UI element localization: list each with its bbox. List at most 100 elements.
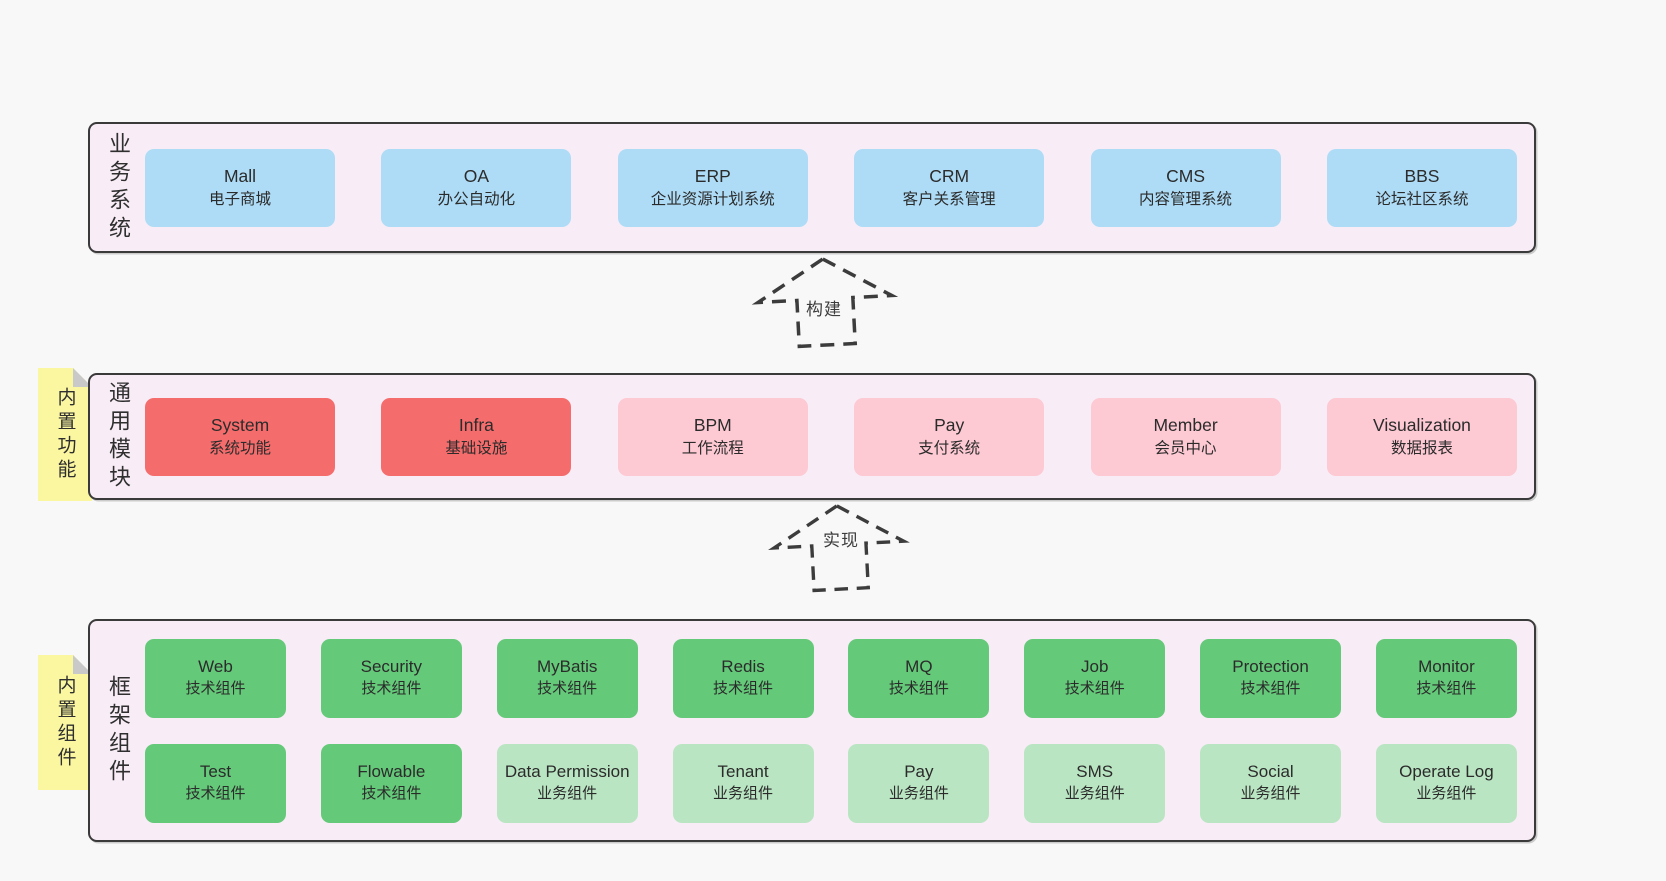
- box-mq: MQ 技术组件: [848, 638, 990, 718]
- box-title: Test: [199, 762, 232, 782]
- layer-label-modules: 通用模块: [106, 380, 131, 493]
- box-subtitle: 业务组件: [713, 785, 774, 803]
- box-monitor: Monitor 技术组件: [1375, 638, 1517, 718]
- box-infra: Infra 基础设施: [381, 397, 572, 476]
- box-subtitle: 工作流程: [681, 439, 744, 457]
- box-title: Security: [360, 657, 423, 677]
- box-subtitle: 电子商城: [208, 190, 271, 208]
- box-title: Pay: [904, 762, 934, 782]
- box-title: Operate Log: [1399, 762, 1494, 782]
- business-boxes: Mall 电子商城 OA 办公自动化 ERP 企业资源计划系统 CRM 客户关系…: [145, 124, 1517, 251]
- sticky-note-built-in-features: 内置功能: [38, 368, 92, 501]
- box-title: SMS: [1076, 762, 1114, 782]
- box-subtitle: 技术组件: [1064, 680, 1125, 698]
- box-subtitle: 客户关系管理: [902, 190, 996, 208]
- box-title: Member: [1153, 414, 1218, 435]
- box-social: Social 业务组件: [1200, 743, 1342, 823]
- box-bbs: BBS 论坛社区系统: [1326, 148, 1517, 227]
- box-crm: CRM 客户关系管理: [854, 148, 1045, 227]
- box-subtitle: 会员中心: [1154, 439, 1217, 457]
- box-subtitle: 技术组件: [888, 680, 949, 698]
- box-erp: ERP 企业资源计划系统: [617, 148, 808, 227]
- box-title: MyBatis: [536, 657, 598, 677]
- box-tenant: Tenant 业务组件: [672, 743, 814, 823]
- box-subtitle: 业务组件: [1064, 785, 1125, 803]
- build-arrow-icon: [751, 257, 899, 349]
- business-systems-layer: 业务系统 Mall 电子商城 OA 办公自动化 ERP 企业资源计划系统 CRM…: [88, 122, 1536, 253]
- box-title: OA: [463, 165, 490, 186]
- box-flowable: Flowable 技术组件: [320, 743, 462, 823]
- box-title: Tenant: [717, 762, 769, 782]
- layer-label-business: 业务系统: [106, 131, 131, 244]
- box-subtitle: 技术组件: [537, 680, 598, 698]
- box-web: Web 技术组件: [145, 638, 286, 718]
- box-subtitle: 内容管理系统: [1139, 190, 1233, 208]
- box-protection: Protection 技术组件: [1200, 638, 1342, 718]
- box-redis: Redis 技术组件: [672, 638, 814, 718]
- box-subtitle: 论坛社区系统: [1375, 190, 1469, 208]
- box-title: Flowable: [357, 762, 426, 782]
- box-member: Member 会员中心: [1090, 397, 1281, 476]
- box-subtitle: 业务组件: [1416, 785, 1477, 803]
- framework-components-layer: 框架组件 Web 技术组件 Security 技术组件 MyBatis 技术组件…: [88, 619, 1536, 842]
- box-subtitle: 技术组件: [1240, 680, 1301, 698]
- box-subtitle: 技术组件: [185, 785, 246, 803]
- box-subtitle: 办公自动化: [437, 190, 516, 208]
- box-title: BBS: [1404, 165, 1440, 186]
- box-subtitle: 技术组件: [713, 680, 774, 698]
- sticky-note-label: 内置组件: [54, 674, 76, 771]
- common-modules-layer: 通用模块 System 系统功能 Infra 基础设施 BPM 工作流程 Pay…: [88, 373, 1536, 500]
- box-oa: OA 办公自动化: [381, 148, 572, 227]
- box-bpm: BPM 工作流程: [617, 397, 808, 476]
- implement-arrow-icon: [768, 503, 910, 593]
- box-title: Social: [1247, 762, 1294, 782]
- layer-label-components: 框架组件: [106, 674, 131, 787]
- sticky-note-built-in-components: 内置组件: [38, 655, 92, 790]
- box-title: Job: [1081, 657, 1109, 677]
- box-visualization: Visualization 数据报表: [1326, 397, 1517, 476]
- component-row-biz: Test 技术组件 Flowable 技术组件 Data Permission …: [145, 743, 1517, 823]
- box-title: Monitor: [1418, 657, 1475, 677]
- box-mall: Mall 电子商城: [145, 148, 335, 227]
- box-pay-component: Pay 业务组件: [848, 743, 990, 823]
- box-subtitle: 数据报表: [1390, 439, 1453, 457]
- box-subtitle: 支付系统: [918, 439, 981, 457]
- box-title: Infra: [458, 414, 494, 435]
- box-subtitle: 系统功能: [208, 439, 271, 457]
- box-title: BPM: [693, 414, 732, 435]
- box-subtitle: 企业资源计划系统: [650, 190, 775, 208]
- box-title: Pay: [934, 414, 965, 435]
- box-title: Protection: [1232, 657, 1309, 677]
- build-arrow-label: 构建: [801, 294, 847, 321]
- box-subtitle: 技术组件: [361, 785, 422, 803]
- implement-arrow-label: 实现: [818, 525, 864, 552]
- box-mybatis: MyBatis 技术组件: [496, 638, 638, 718]
- box-title: Visualization: [1372, 414, 1471, 435]
- box-cms: CMS 内容管理系统: [1090, 148, 1281, 227]
- box-title: Mall: [223, 165, 257, 186]
- component-rows: Web 技术组件 Security 技术组件 MyBatis 技术组件 Redi…: [145, 621, 1517, 840]
- box-data-permission: Data Permission 业务组件: [496, 743, 638, 823]
- box-operate-log: Operate Log 业务组件: [1375, 743, 1517, 823]
- box-title: MQ: [905, 657, 933, 677]
- box-pay-module: Pay 支付系统: [854, 397, 1045, 476]
- box-security: Security 技术组件: [320, 638, 462, 718]
- box-subtitle: 基础设施: [445, 439, 508, 457]
- box-subtitle: 技术组件: [361, 680, 422, 698]
- box-title: Redis: [721, 657, 765, 677]
- box-title: System: [210, 414, 270, 435]
- box-title: CRM: [929, 165, 970, 186]
- box-job: Job 技术组件: [1024, 638, 1166, 718]
- box-title: ERP: [694, 165, 731, 186]
- box-subtitle: 业务组件: [537, 785, 598, 803]
- box-system: System 系统功能: [145, 397, 335, 476]
- box-sms: SMS 业务组件: [1024, 743, 1166, 823]
- box-subtitle: 技术组件: [185, 680, 246, 698]
- component-row-tech: Web 技术组件 Security 技术组件 MyBatis 技术组件 Redi…: [145, 638, 1517, 718]
- box-subtitle: 业务组件: [1240, 785, 1301, 803]
- box-title: Data Permission: [504, 762, 630, 782]
- module-boxes: System 系统功能 Infra 基础设施 BPM 工作流程 Pay 支付系统…: [145, 375, 1517, 498]
- box-test: Test 技术组件: [145, 743, 286, 823]
- sticky-note-label: 内置功能: [54, 386, 76, 483]
- box-subtitle: 技术组件: [1416, 680, 1477, 698]
